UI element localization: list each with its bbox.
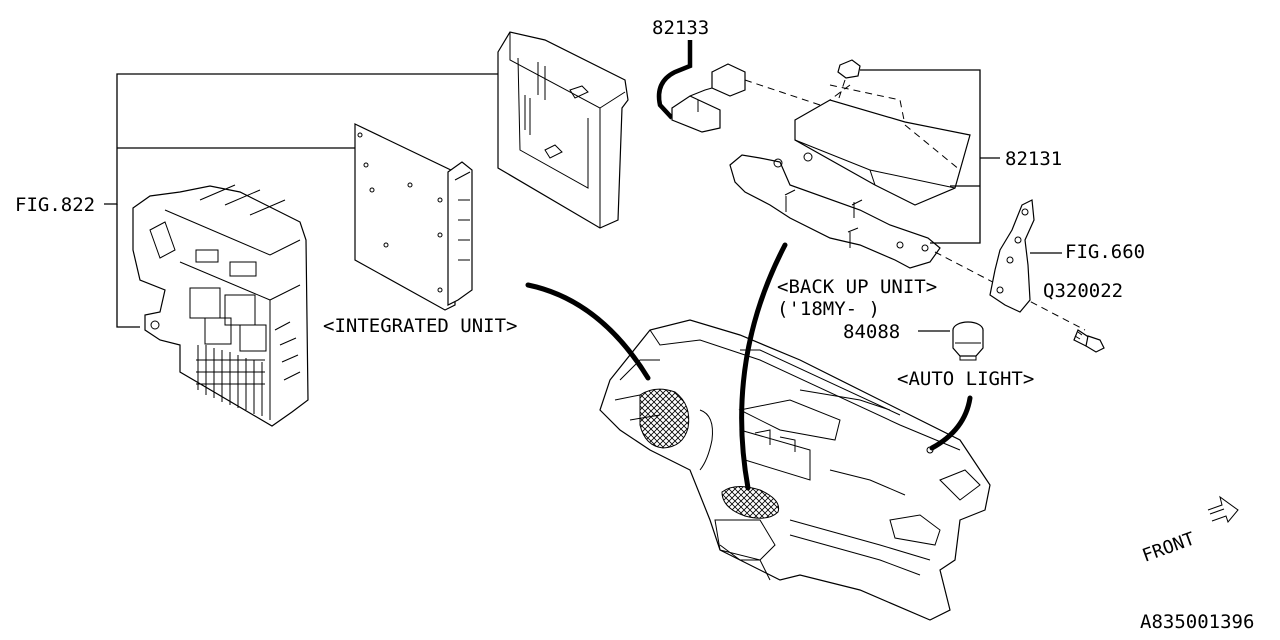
integrated-unit-part	[354, 123, 473, 311]
part-82131-label: 82131	[1005, 148, 1062, 170]
part-84088-label: 84088	[843, 321, 900, 343]
part-82133-label: 82133	[652, 17, 709, 39]
fig822-label: FIG.822	[15, 194, 95, 216]
auto-light-sensor-part	[918, 321, 984, 361]
drawing-number: A835001396	[1140, 611, 1254, 633]
junction-box-part	[132, 184, 309, 427]
front-direction-arrow	[1207, 495, 1239, 524]
backup-unit-year-label: ('18MY- )	[777, 298, 880, 320]
fig660-label: FIG.660	[1065, 241, 1145, 263]
fig822-leader-lines	[104, 73, 500, 328]
part-q320022-label: Q320022	[1043, 280, 1123, 302]
location-pointer-curves	[525, 242, 973, 491]
screw-q320022-part	[1073, 329, 1105, 353]
ecu-housing-part	[497, 31, 629, 229]
fig660-bracket-part	[989, 199, 1062, 313]
integrated-unit-label: <INTEGRATED UNIT>	[323, 315, 517, 337]
part-82131-leaders	[860, 69, 1000, 244]
hatched-mount-areas	[639, 388, 780, 519]
front-label: FRONT	[1140, 528, 1198, 566]
backup-unit-label: <BACK UP UNIT>	[777, 276, 937, 298]
backup-unit-part	[729, 59, 1086, 331]
instrument-panel-part	[599, 319, 991, 621]
auto-light-label: <AUTO LIGHT>	[897, 368, 1034, 390]
harness-82133-part	[656, 40, 746, 133]
